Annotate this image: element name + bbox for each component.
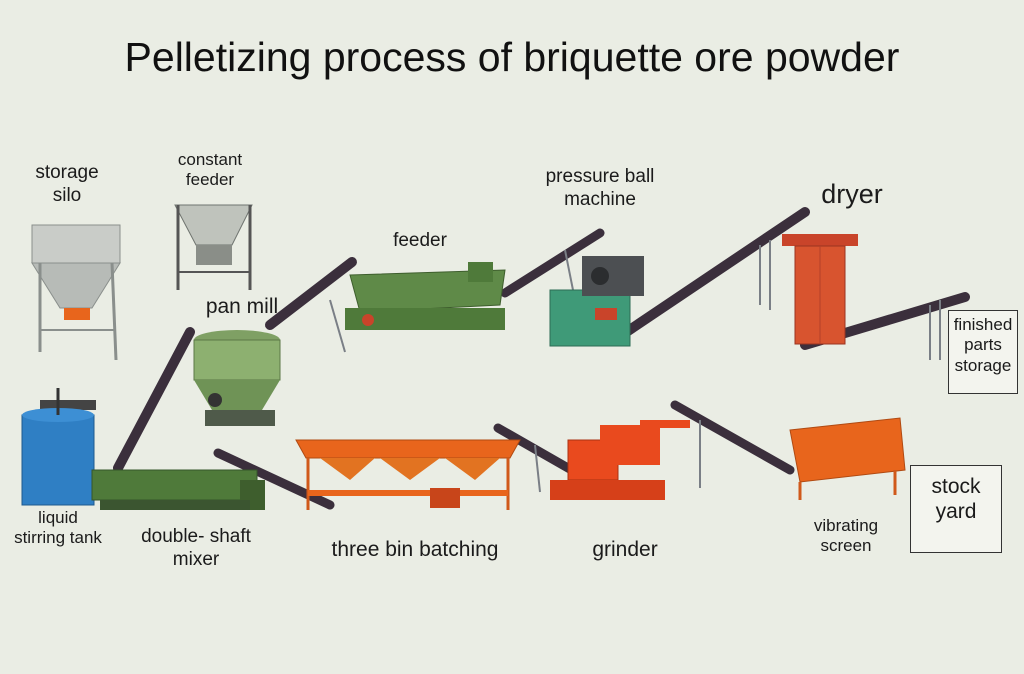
double-shaft-mixer-machine	[91, 469, 265, 510]
conveyor-grinder-to-screen	[670, 400, 795, 475]
label-dryer: dryer	[821, 179, 883, 209]
dryer-machine	[782, 234, 858, 345]
label-pan-mill: pan mill	[205, 295, 279, 318]
label-liquid-stirring-tank: liquid stirring tank	[14, 508, 102, 548]
pan-mill-machine	[193, 330, 281, 426]
liquid-stirring-tank-machine	[21, 388, 96, 506]
label-storage-silo: storage silo	[35, 162, 99, 206]
constant-feeder-machine	[174, 204, 253, 290]
label-double-shaft-mixer: double- shaft mixer	[141, 526, 251, 570]
conveyor-panmill-to-feeder	[265, 257, 357, 330]
label-grinder: grinder	[592, 538, 658, 561]
vibrating-screen-machine	[789, 417, 906, 500]
storage-silo-machine	[31, 224, 121, 361]
label-stock-yard: stock yard	[910, 465, 1002, 553]
label-vibrating-screen: vibrating screen	[813, 516, 879, 556]
pressure-ball-machine	[549, 256, 644, 347]
feeder-machine	[345, 262, 506, 330]
conveyor-tank-to-panmill	[113, 327, 195, 473]
conveyor-press-to-dryer	[620, 207, 810, 338]
three-bin-batching-machine	[295, 439, 521, 510]
diagram-title: Pelletizing process of briquette ore pow…	[124, 34, 900, 80]
label-finished-parts-storage: finished parts storage	[948, 310, 1018, 394]
conveyor-mixer-to-batching	[213, 448, 335, 510]
label-pressure-ball-machine: pressure ball machine	[545, 166, 655, 210]
label-feeder: feeder	[393, 230, 447, 251]
grinder-machine	[550, 420, 690, 500]
label-constant-feeder: constant feeder	[177, 150, 243, 190]
label-three-bin-batching: three bin batching	[331, 538, 499, 561]
conveyor-feeder-to-press	[500, 228, 605, 298]
